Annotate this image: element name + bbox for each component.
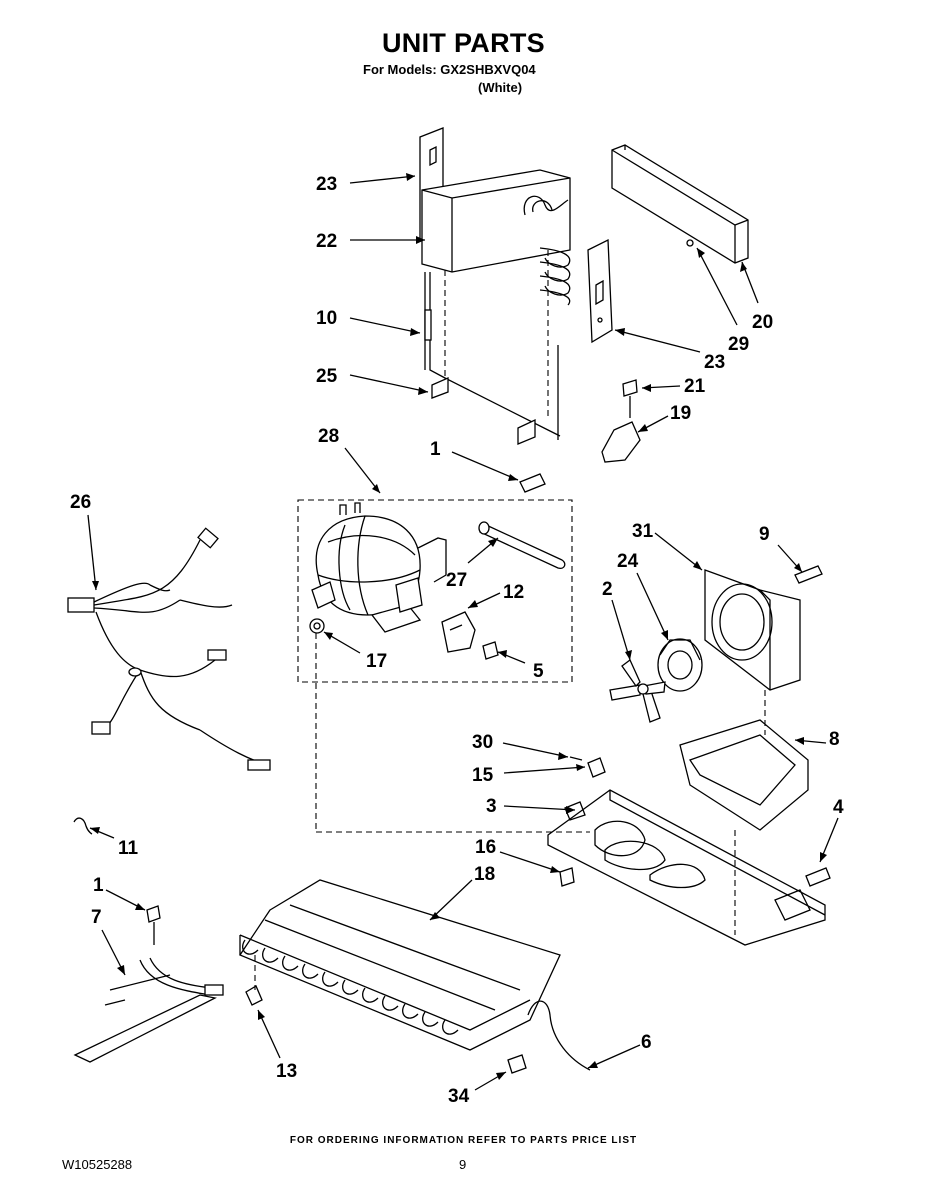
callout-23: 23 — [316, 174, 337, 195]
callout-26: 26 — [70, 492, 91, 513]
tube-6 — [527, 1000, 591, 1071]
compressor-assembly-box — [297, 499, 573, 683]
callout-labels: 23 22 10 25 20 29 23 21 19 28 1 26 27 12… — [70, 174, 844, 1107]
callout-2: 2 — [602, 579, 613, 600]
air-duct — [611, 144, 749, 264]
screw-16 — [559, 867, 575, 887]
fan-shroud — [704, 569, 801, 691]
screw-and-clip — [601, 379, 641, 463]
models-line: For Models: GX2SHBXVQ04 — [363, 62, 536, 77]
callout-11: 11 — [118, 838, 139, 859]
screw-1-left — [146, 905, 161, 923]
callout-6: 6 — [641, 1032, 652, 1053]
screw-4 — [805, 867, 831, 887]
callout-21: 21 — [684, 376, 706, 397]
callout-34: 34 — [448, 1086, 470, 1107]
fan-blade — [609, 658, 666, 723]
callout-31: 31 — [632, 521, 654, 542]
bracket-right — [587, 238, 613, 344]
callout-20: 20 — [752, 312, 773, 333]
callout-1: 1 — [430, 439, 441, 460]
condenser — [239, 879, 561, 1051]
compressor — [309, 502, 447, 634]
callout-22: 22 — [316, 231, 337, 252]
document-number: W10525288 — [62, 1157, 133, 1172]
wire-harness-7 — [73, 957, 224, 1063]
callout-8: 8 — [829, 729, 840, 750]
callout-25: 25 — [316, 366, 338, 387]
page-title: UNIT PARTS — [382, 28, 545, 58]
callout-16: 16 — [475, 837, 496, 858]
color-line: (White) — [478, 80, 523, 95]
callout-1-left: 1 — [93, 875, 104, 896]
callout-19: 19 — [670, 403, 691, 424]
clip-11 — [73, 817, 93, 835]
callout-18: 18 — [474, 864, 495, 885]
cap-34 — [507, 1054, 527, 1074]
relay-and-overload — [441, 611, 499, 660]
ordering-note: FOR ORDERING INFORMATION REFER TO PARTS … — [289, 1135, 638, 1146]
callout-5: 5 — [533, 661, 544, 682]
callout-17: 17 — [366, 651, 387, 672]
wiring-harness — [67, 527, 271, 771]
leader-arrowheads — [90, 173, 827, 1080]
clip-30 — [569, 756, 583, 761]
page-number: 9 — [459, 1157, 467, 1172]
callout-13: 13 — [276, 1061, 297, 1082]
filter-drier — [478, 521, 566, 569]
callout-15: 15 — [472, 765, 494, 786]
callout-12: 12 — [503, 582, 524, 603]
clip-13 — [245, 985, 263, 1006]
callout-4: 4 — [833, 797, 844, 818]
fan-motor — [657, 638, 703, 692]
drain-pan — [679, 719, 809, 831]
callout-23-right: 23 — [704, 352, 725, 373]
callout-30: 30 — [472, 732, 493, 753]
screw-9 — [794, 565, 823, 584]
callout-24: 24 — [617, 551, 639, 572]
base-plate — [547, 789, 826, 946]
callout-10: 10 — [316, 308, 337, 329]
callout-29: 29 — [728, 334, 749, 355]
callout-7: 7 — [91, 907, 102, 928]
screw-1-top — [519, 473, 546, 493]
grommet-15 — [587, 757, 606, 778]
callout-27: 27 — [446, 570, 467, 591]
callout-3: 3 — [486, 796, 497, 817]
callout-28: 28 — [318, 426, 339, 447]
callout-9: 9 — [759, 524, 770, 545]
evaporator-assembly — [419, 127, 571, 445]
